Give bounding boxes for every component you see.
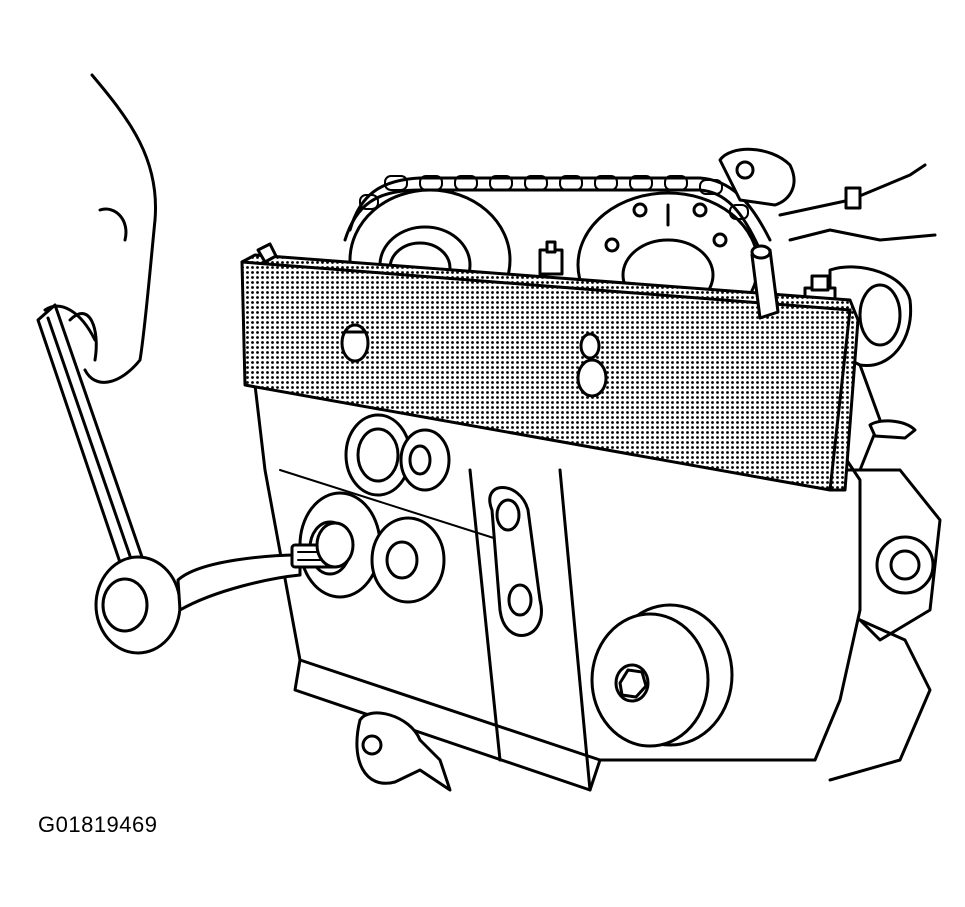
camshaft-alignment-tool — [240, 242, 860, 492]
idler-pulley — [590, 603, 734, 748]
lower-bracket — [355, 711, 452, 792]
figure-id-label: G01819469 — [38, 812, 158, 837]
mechanic-hand — [43, 73, 158, 384]
locking-pin — [750, 244, 780, 320]
timing-chain — [343, 175, 772, 252]
bolt-plate — [488, 486, 543, 637]
ratchet-wrench — [36, 303, 355, 655]
